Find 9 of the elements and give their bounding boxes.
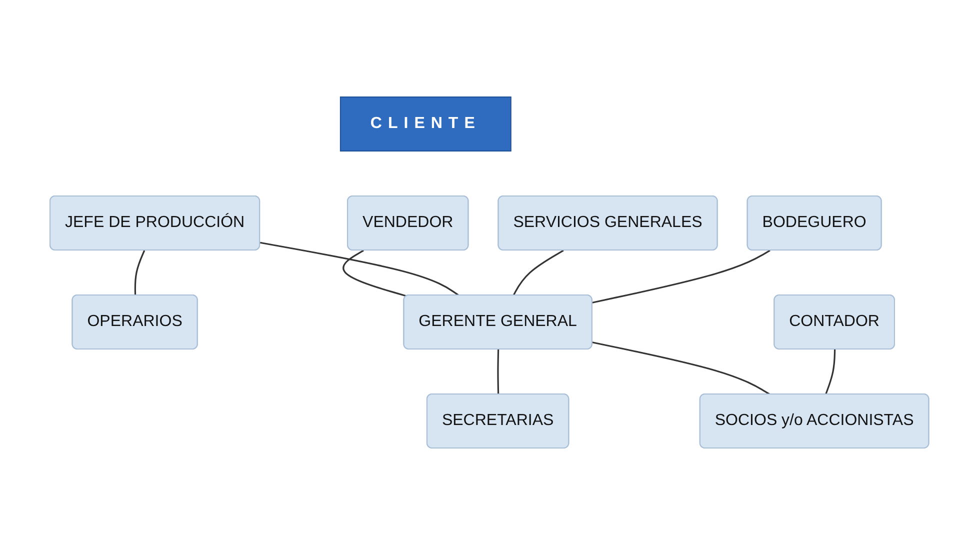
- connector: [342, 249, 407, 296]
- node-box: CLIENTE: [340, 96, 511, 151]
- connector: [496, 348, 499, 394]
- connector: [134, 250, 145, 295]
- connector: [592, 249, 770, 303]
- connector: [824, 348, 836, 394]
- connector: [592, 341, 770, 395]
- connector: [512, 249, 564, 296]
- connector: [260, 241, 460, 296]
